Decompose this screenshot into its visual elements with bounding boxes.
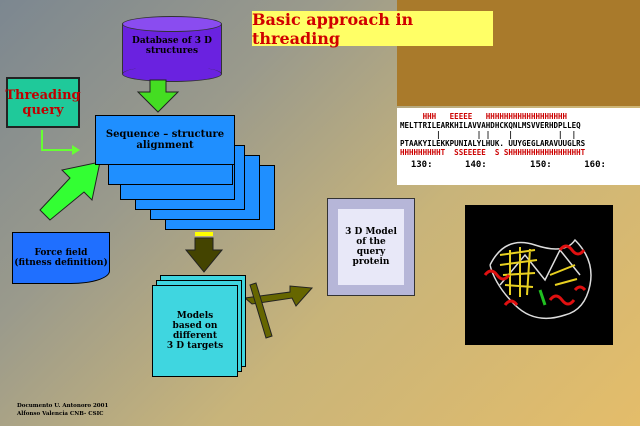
force-field-box: Force field (fitness definition) bbox=[12, 232, 110, 284]
sequence-line1: Sequence – structure bbox=[105, 129, 225, 140]
match-markers: | | | | | | bbox=[400, 130, 577, 139]
force-field-line1: Force field bbox=[34, 248, 88, 258]
models-box: Models based on different 3 D targets bbox=[152, 285, 238, 377]
3d-model-label: 3 D Model of the query protein bbox=[345, 227, 397, 267]
arrow-force-field bbox=[39, 161, 101, 221]
footer-line1: Documento U. Antonoro 2001 bbox=[17, 403, 109, 409]
force-field-line2: (fitness definition) bbox=[14, 258, 108, 268]
models-line: 3 D targets bbox=[166, 341, 224, 351]
ss-bottom: HHHHHHHHHT SSEEEEE S SHHHHHHHHHHHHHHHHT bbox=[400, 148, 586, 157]
arrow-down-models bbox=[184, 237, 224, 273]
models-line: based on bbox=[172, 321, 218, 331]
query-line1: Threading bbox=[5, 87, 81, 103]
seq-top: MELTTRILEARKHILAVVAHDHCKQNLMSVVERHDPLLEQ bbox=[400, 121, 581, 130]
database-label: Database of 3 D structures bbox=[132, 36, 212, 56]
models-line: different bbox=[173, 331, 217, 341]
sequence-structure-alignment-box: Sequence – structure alignment bbox=[95, 115, 235, 165]
arrow-down-db bbox=[136, 79, 180, 113]
protein-structure-image bbox=[465, 205, 613, 345]
sequence-line2: alignment bbox=[136, 140, 194, 151]
slide-title: Basic approach in threading bbox=[252, 10, 493, 48]
arrow-query bbox=[41, 130, 72, 151]
residue-ruler: 130: 140: 150: 160: bbox=[400, 160, 606, 170]
ss-top: HHH EEEEE HHHHHHHHHHHHHHHHHH bbox=[400, 112, 568, 121]
footer-credits: Documento U. Antonoro 2001 Alfonso Valen… bbox=[17, 402, 108, 418]
footer-line2: Alfonso Valencia CNB- CSIC bbox=[17, 411, 104, 417]
database-cylinder: Database of 3 D structures bbox=[122, 16, 222, 82]
query-line2: query bbox=[22, 102, 64, 118]
3d-model-box: 3 D Model of the query protein bbox=[327, 198, 415, 296]
seq-bottom: PTAAKYILEKKPUNIALYLHUK. UUYGEGLARAVUUGLR… bbox=[400, 139, 586, 148]
models-line: Models bbox=[176, 311, 214, 321]
threading-query-box: Threading query bbox=[5, 77, 81, 128]
